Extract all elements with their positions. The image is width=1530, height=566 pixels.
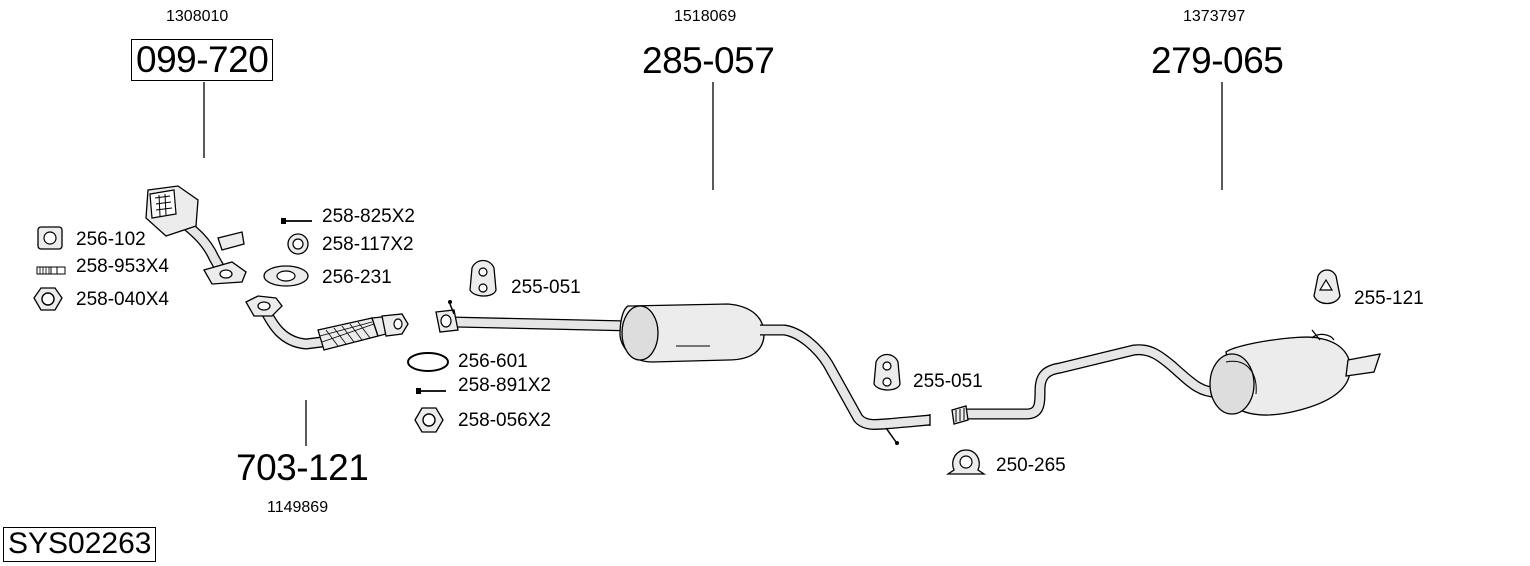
clamp-250-265-icon[interactable] [945,449,987,475]
bolt-258-825-icon[interactable] [281,218,312,224]
label-256-601[interactable]: 256-601 [458,351,528,372]
ref-number-1149869: 1149869 [267,499,329,516]
label-258-056X2[interactable]: 258-056X2 [458,410,551,431]
bolt-258-891-icon[interactable] [416,388,446,394]
nut-258-056-icon[interactable] [414,407,444,433]
label-258-891X2[interactable]: 258-891X2 [458,375,551,396]
part-number-099-720[interactable]: 099-720 [131,39,274,81]
middle-silencer-285-057[interactable] [435,300,931,445]
ref-number-1308010: 1308010 [166,8,229,25]
ref-number-1373797: 1373797 [1183,8,1246,25]
gasket-256-601-icon[interactable] [407,352,449,372]
gasket-256-102-icon[interactable] [37,226,63,250]
hanger-255-051-b-icon[interactable] [873,353,901,391]
label-258-040X4[interactable]: 258-040X4 [76,289,169,310]
rear-silencer-279-065[interactable] [951,329,1381,425]
gasket-256-231-icon[interactable] [263,265,309,287]
label-255-121[interactable]: 255-121 [1354,288,1424,309]
hanger-255-051-a-icon[interactable] [469,259,497,297]
ref-number-1518069: 1518069 [674,8,737,25]
hanger-255-121-icon[interactable] [1313,269,1341,305]
label-255-051-b[interactable]: 255-051 [913,371,983,392]
label-256-102[interactable]: 256-102 [76,229,146,250]
nut-258-040-icon[interactable] [33,287,63,311]
part-number-279-065[interactable]: 279-065 [1151,40,1284,81]
label-258-953X4[interactable]: 258-953X4 [76,256,169,277]
label-258-117X2[interactable]: 258-117X2 [322,234,414,255]
system-code: SYS02263 [3,527,157,562]
manifold-099-720[interactable] [145,185,247,285]
front-pipe-703-121[interactable] [245,295,409,351]
washer-258-117-icon[interactable] [287,233,309,255]
label-256-231[interactable]: 256-231 [322,267,392,288]
part-number-285-057[interactable]: 285-057 [642,40,775,81]
part-number-703-121[interactable]: 703-121 [236,447,369,488]
stud-258-953-icon[interactable] [36,266,66,275]
label-258-825X2[interactable]: 258-825X2 [322,206,415,227]
label-250-265[interactable]: 250-265 [996,455,1066,476]
label-255-051-a[interactable]: 255-051 [511,277,581,298]
